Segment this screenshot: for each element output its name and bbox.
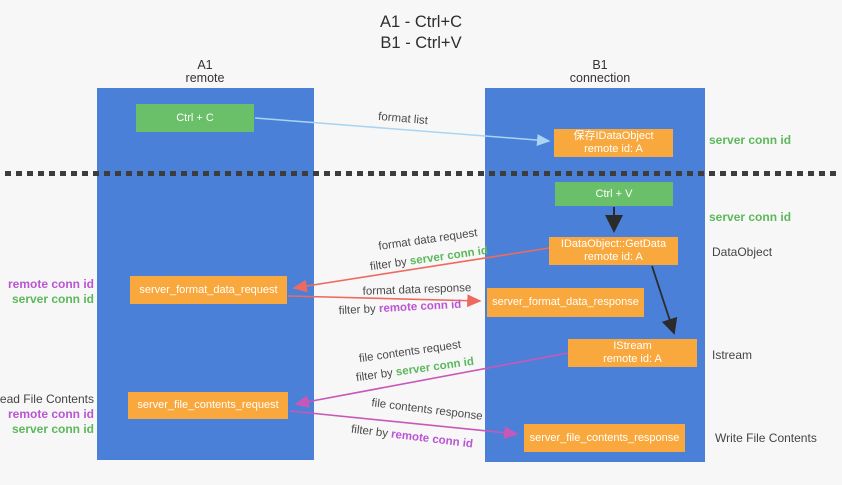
node-istream-line2: remote id: A — [603, 353, 662, 365]
column-b1-subtitle: connection — [569, 71, 631, 85]
node-istream: IStream remote id: A — [568, 339, 697, 367]
column-a1-name: A1 — [197, 58, 213, 72]
node-save-idataobject: 保存IDataObject remote id: A — [554, 129, 673, 157]
node-ctrl-v: Ctrl + V — [555, 182, 673, 206]
node-idataobject-getdata-line2: remote id: A — [584, 251, 643, 263]
left-label-group-file: Read File Contents remote conn id server… — [0, 392, 94, 437]
node-server-format-data-request-label: server_format_data_request — [139, 283, 278, 296]
node-save-idataobject-line1: 保存IDataObject — [573, 130, 654, 142]
arrow-format-list — [254, 117, 551, 147]
node-ctrl-v-label: Ctrl + V — [595, 187, 633, 200]
title-line-2: B1 - Ctrl+V — [380, 34, 462, 52]
left-label-server-conn-id-1: server conn id — [11, 292, 94, 306]
column-header-b1: B1 connection — [545, 59, 655, 85]
arrow-format-data-response — [287, 294, 482, 308]
left-label-server-conn-id-2: server conn id — [11, 422, 94, 436]
title-line-1: A1 - Ctrl+C — [379, 13, 463, 31]
filter-by-text: filter by — [338, 303, 377, 318]
node-server-file-contents-response-label: server_file_contents_response — [529, 431, 680, 444]
left-label-remote-conn-id-2: remote conn id — [7, 407, 94, 421]
node-server-file-contents-request-label: server_file_contents_request — [137, 399, 279, 411]
left-label-remote-conn-id-1: remote conn id — [7, 277, 94, 291]
column-a1-subtitle: remote — [185, 71, 225, 85]
diagram-title: A1 - Ctrl+C B1 - Ctrl+V — [0, 12, 842, 54]
right-label-dataobject: DataObject — [712, 245, 773, 259]
node-server-file-contents-request: server_file_contents_request — [128, 392, 288, 419]
dashed-session-divider — [5, 171, 837, 176]
node-server-format-data-request: server_format_data_request — [130, 276, 287, 304]
left-label-group-format: remote conn id server conn id — [8, 277, 94, 307]
node-istream-line1: IStream — [613, 340, 652, 352]
left-label-read-file-contents: Read File Contents — [0, 392, 94, 406]
node-server-file-contents-response: server_file_contents_response — [524, 424, 685, 452]
right-label-server-conn-id-1: server conn id — [709, 133, 792, 147]
node-server-format-data-response: server_format_data_response — [487, 288, 644, 317]
node-server-format-data-response-label: server_format_data_response — [492, 296, 639, 308]
arrow-file-contents-response — [289, 410, 519, 440]
right-label-istream: Istream — [712, 348, 753, 362]
arrow-file-contents-request — [294, 352, 569, 408]
node-idataobject-getdata-line1: IDataObject::GetData — [560, 238, 667, 250]
arrow-getdata-to-istream — [651, 265, 678, 335]
node-ctrl-c: Ctrl + C — [136, 104, 254, 132]
node-save-idataobject-line2: remote id: A — [584, 143, 643, 155]
column-header-a1: A1 remote — [155, 59, 255, 85]
right-label-write-file-contents: Write File Contents — [715, 431, 817, 445]
node-ctrl-c-label: Ctrl + C — [176, 111, 214, 124]
arrow-format-data-request — [292, 247, 550, 293]
column-b1-name: B1 — [592, 58, 608, 72]
node-idataobject-getdata: IDataObject::GetData remote id: A — [549, 237, 678, 265]
right-label-server-conn-id-2: server conn id — [709, 210, 792, 224]
